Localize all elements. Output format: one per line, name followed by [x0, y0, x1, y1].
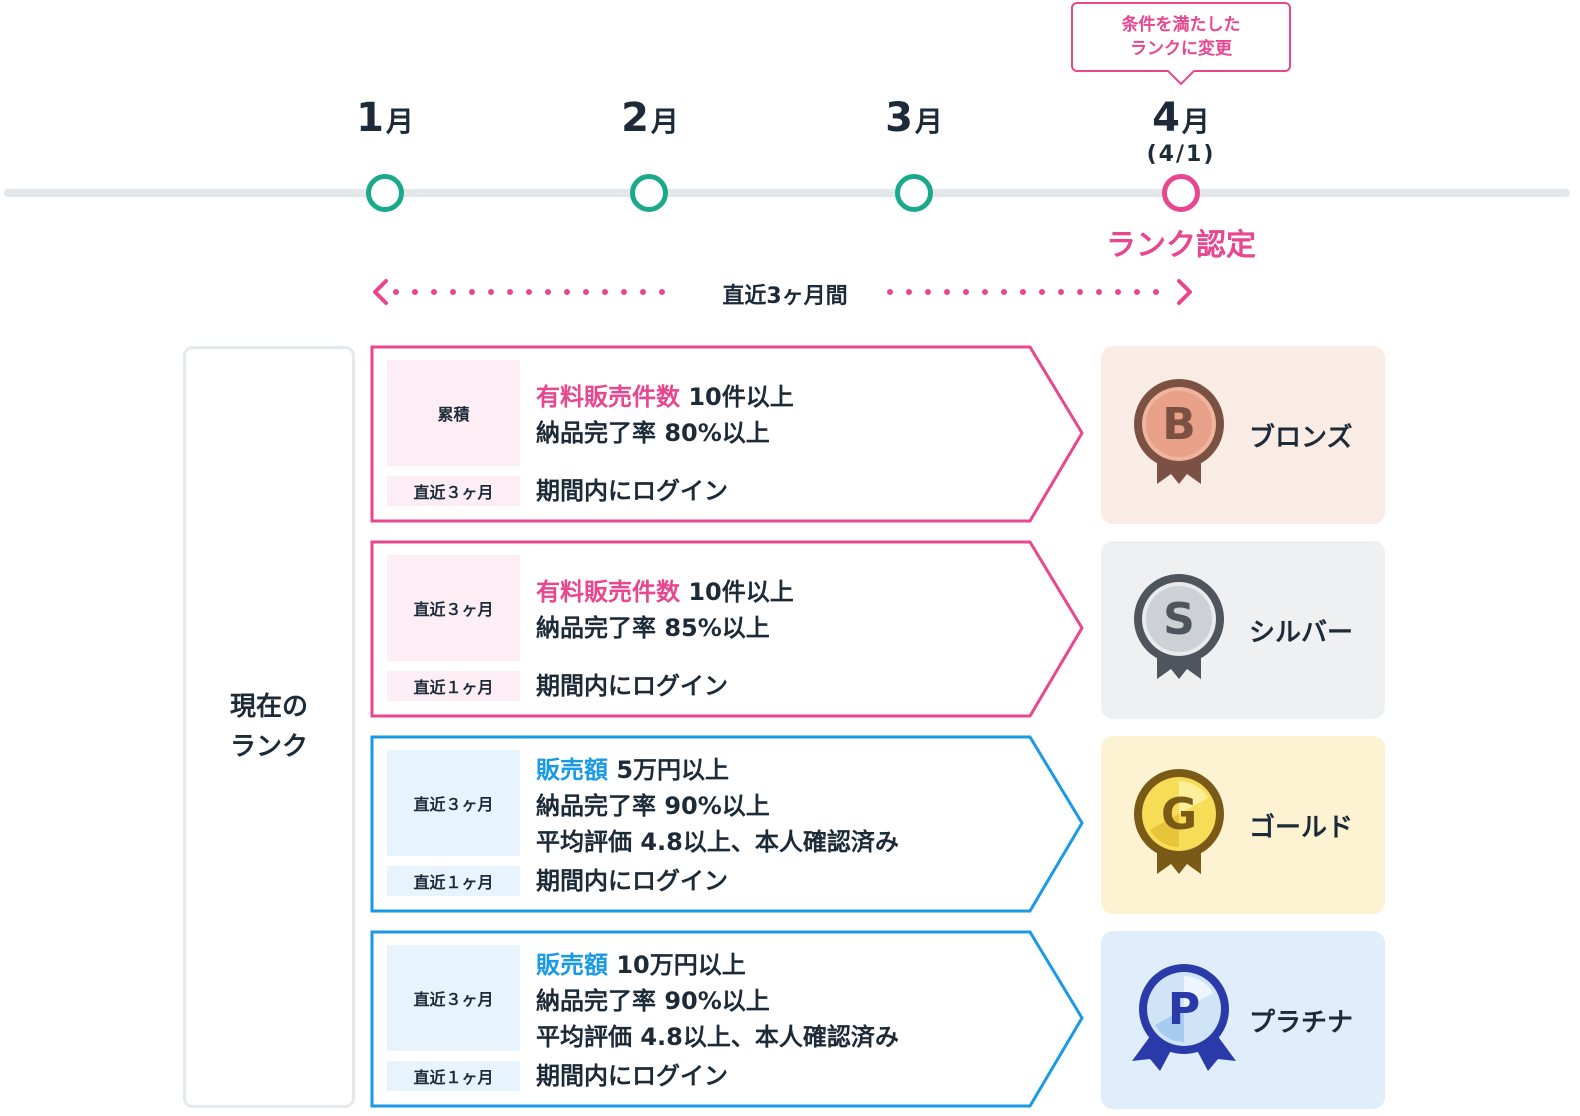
- rank-name: プラチナ: [1249, 1007, 1354, 1038]
- condition-line-3: 平均評価 4.8以上、本人確認済み: [536, 828, 899, 856]
- medal-letter: S: [1163, 594, 1195, 645]
- month-label-3: 3月: [885, 95, 943, 141]
- login-condition: 期間内にログイン: [536, 477, 728, 505]
- callout-line-1: 条件を満たした: [1121, 15, 1241, 35]
- rank-name: ブロンズ: [1249, 422, 1353, 453]
- month-label-2: 2月: [621, 95, 679, 141]
- medal-letter: G: [1161, 789, 1197, 840]
- period-tag-top: 累積: [387, 360, 520, 466]
- rank-date-label: (4/1): [1146, 142, 1216, 167]
- month-label-1: 1月: [356, 95, 414, 141]
- period-tag-bottom: 直近３ヶ月: [387, 476, 520, 506]
- period-tag-bottom: 直近１ヶ月: [387, 1061, 520, 1091]
- bronze-medal-icon: B: [1134, 379, 1224, 484]
- condition-line-2: 納品完了率 90%以上: [536, 987, 770, 1015]
- login-condition: 期間内にログイン: [536, 867, 728, 895]
- callout-line-2: ランクに変更: [1130, 39, 1232, 59]
- condition-arrow-frame: [370, 540, 1084, 718]
- period-label: 直近3ヶ月間: [722, 284, 848, 309]
- callout-tail: [1168, 70, 1194, 86]
- condition-line-2: 納品完了率 85%以上: [536, 614, 770, 642]
- timeline-node-2: [630, 174, 668, 212]
- current-rank-box: 現在の ランク: [183, 346, 355, 1108]
- condition-line-2: 納品完了率 90%以上: [536, 792, 770, 820]
- condition-text: 有料販売件数 10件以上 納品完了率 80%以上: [536, 379, 794, 451]
- rank-card-platinum: P プラチナ: [1101, 931, 1385, 1109]
- condition-row-platinum: 直近３ヶ月 直近１ヶ月 販売額 10万円以上 納品完了率 90%以上 平均評価 …: [370, 930, 1090, 1110]
- gold-medal-icon: G: [1134, 769, 1224, 874]
- condition-highlight: 販売額: [536, 951, 608, 979]
- period-tag-bottom: 直近１ヶ月: [387, 866, 520, 896]
- medal-letter: B: [1162, 399, 1196, 450]
- condition-row-gold: 直近３ヶ月 直近１ヶ月 販売額 5万円以上 納品完了率 90%以上 平均評価 4…: [370, 735, 1090, 915]
- condition-text: 有料販売件数 10件以上 納品完了率 85%以上: [536, 574, 794, 646]
- condition-highlight: 有料販売件数: [536, 383, 680, 411]
- condition-arrow-frame: [370, 930, 1084, 1108]
- rank-card-bronze: B ブロンズ: [1101, 346, 1385, 524]
- login-condition: 期間内にログイン: [536, 672, 728, 700]
- platinum-medal-icon: P: [1132, 964, 1236, 1071]
- rank-name: ゴールド: [1249, 812, 1354, 843]
- rank-card-gold: G ゴールド: [1101, 736, 1385, 914]
- period-arrow: [373, 279, 1192, 305]
- timeline-node-3: [895, 174, 933, 212]
- condition-highlight: 販売額: [536, 756, 608, 784]
- medal-letter: P: [1168, 984, 1200, 1035]
- login-condition: 期間内にログイン: [536, 1062, 728, 1090]
- current-rank-line-1: 現在の: [229, 692, 308, 722]
- rank-certification-label: ランク認定: [1106, 228, 1256, 263]
- period-tag-top: 直近３ヶ月: [387, 945, 520, 1051]
- silver-medal-icon: S: [1134, 574, 1224, 679]
- condition-line-3: 平均評価 4.8以上、本人確認済み: [536, 1023, 899, 1051]
- condition-line-1: 10件以上: [680, 383, 794, 411]
- period-tag-bottom: 直近１ヶ月: [387, 671, 520, 701]
- timeline-line: [4, 189, 1570, 197]
- condition-arrow-frame: [370, 735, 1084, 913]
- condition-line-1: 10件以上: [680, 578, 794, 606]
- condition-text: 販売額 5万円以上 納品完了率 90%以上 平均評価 4.8以上、本人確認済み: [536, 752, 899, 860]
- rank-card-silver: S シルバー: [1101, 541, 1385, 719]
- condition-line-1: 5万円以上: [608, 756, 730, 784]
- rank-name: シルバー: [1249, 617, 1354, 648]
- timeline-node-4: [1162, 174, 1200, 212]
- condition-line-1: 10万円以上: [608, 951, 746, 979]
- period-tag-top: 直近３ヶ月: [387, 555, 520, 661]
- month-label-4: 4月: [1152, 95, 1210, 141]
- condition-text: 販売額 10万円以上 納品完了率 90%以上 平均評価 4.8以上、本人確認済み: [536, 947, 899, 1055]
- timeline-node-1: [366, 174, 404, 212]
- condition-highlight: 有料販売件数: [536, 578, 680, 606]
- condition-row-bronze: 累積 直近３ヶ月 有料販売件数 10件以上 納品完了率 80%以上 期間内にログ…: [370, 345, 1090, 525]
- current-rank-line-2: ランク: [229, 732, 308, 762]
- condition-row-silver: 直近３ヶ月 直近１ヶ月 有料販売件数 10件以上 納品完了率 85%以上 期間内…: [370, 540, 1090, 720]
- rank-change-callout: 条件を満たした ランクに変更: [1071, 2, 1291, 72]
- condition-arrow-frame: [370, 345, 1084, 523]
- period-tag-top: 直近３ヶ月: [387, 750, 520, 856]
- condition-line-2: 納品完了率 80%以上: [536, 419, 770, 447]
